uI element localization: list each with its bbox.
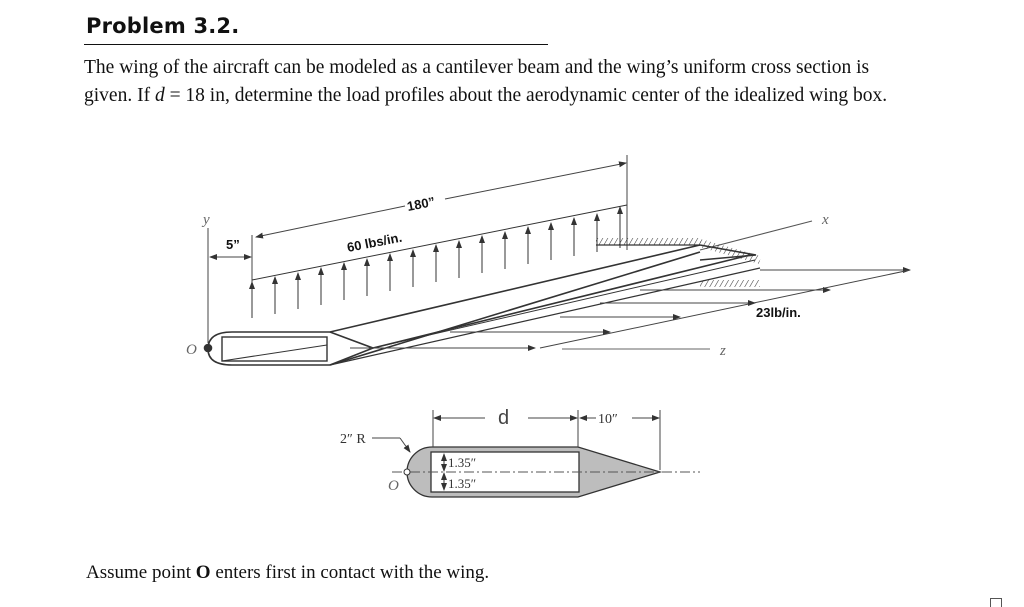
width-d-label: d [498,407,509,429]
statement-line-2-pre: given. If [84,85,155,106]
z-axis-label: z [719,343,726,359]
cross-section: O d 10″ 2″ R 1.35″ 1.35″ [340,407,700,498]
radius-label: 2″ R [340,432,366,447]
drag-load: 23lb/in. [350,267,911,351]
assumption-pre: Assume point [86,562,196,583]
y-axis-label: y [201,212,210,228]
problem-statement: The wing of the aircraft can be modeled … [84,54,1014,110]
variable-d: d [154,85,165,106]
x-axis: x [699,212,829,251]
tail-length-label: 10″ [598,412,618,427]
title-underline [84,44,548,45]
assumption-note: Assume point O enters first in contact w… [86,562,489,584]
y-axis: y [201,212,210,343]
page-corner-mark [990,598,1002,607]
offset-label: 5” [226,237,240,252]
problem-title: Problem 3.2. [86,14,240,38]
half-height-top-label: 1.35″ [448,455,476,470]
z-axis: z [562,343,726,359]
span-label: 180” [406,194,437,214]
half-height-bottom-label: 1.35″ [448,476,476,491]
fixed-support [596,238,762,287]
assumption-post: enters first in contact with the wing. [210,562,490,583]
drag-load-label: 23lb/in. [756,305,801,320]
origin-label: O [186,342,197,358]
wing-figure: y 5” 180” [0,140,1024,550]
section-origin-label: O [388,478,399,494]
x-axis-label: x [821,212,829,228]
span-dimension: 180” [255,155,628,250]
lift-load: 60 lbs/in. [249,204,628,318]
statement-line-2-post: = 18 in, determine the load profiles abo… [164,85,888,106]
point-o: O [195,562,211,583]
statement-line-1: The wing of the aircraft can be modeled … [84,57,870,78]
offset-dimension: 5” [209,235,253,290]
wing-body: O [186,244,761,366]
wing-diagram: y 5” 180” [186,155,911,498]
